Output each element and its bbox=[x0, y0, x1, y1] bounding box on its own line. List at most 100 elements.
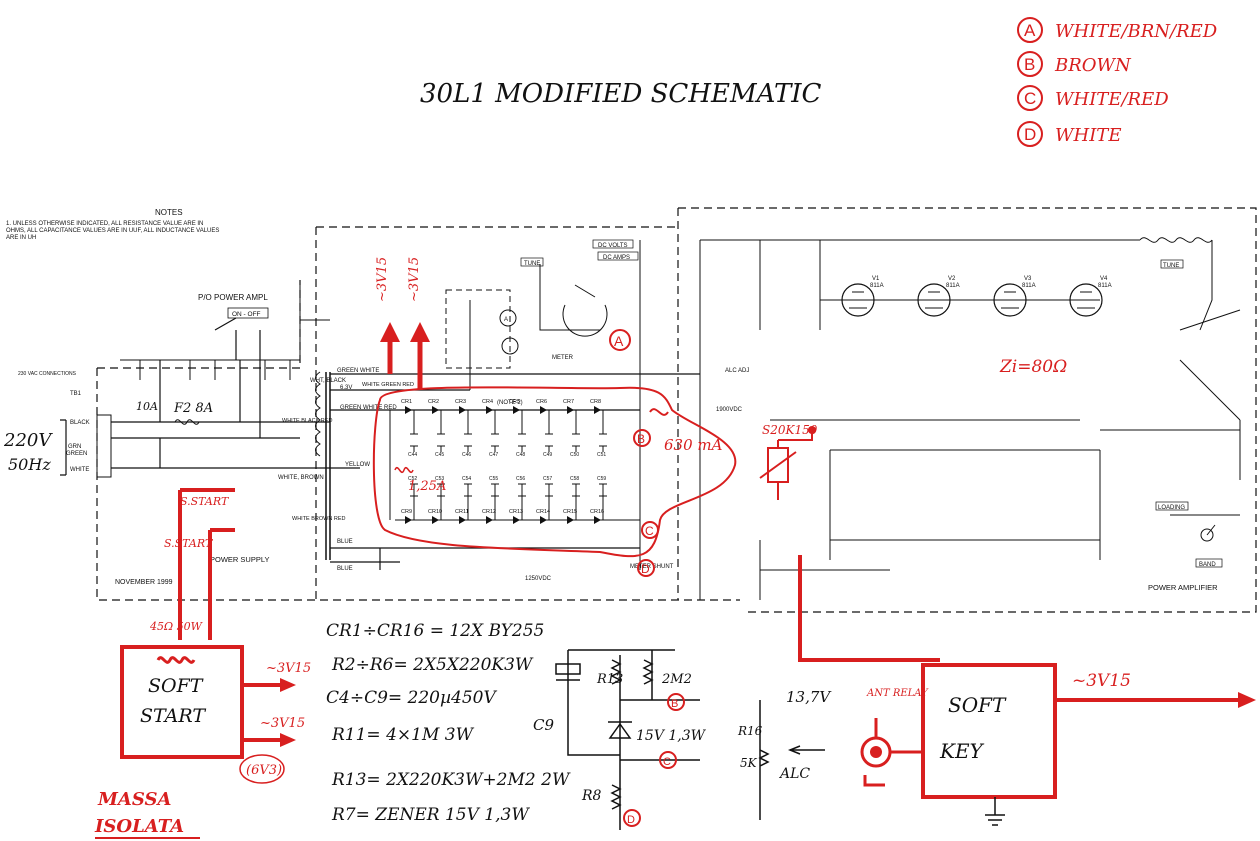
tube-id-v4: V4 bbox=[1100, 276, 1108, 282]
power-supply-label: POWER SUPPLY bbox=[210, 555, 269, 564]
wire-blue-label: BLUE bbox=[337, 539, 353, 545]
diode-cr8 bbox=[594, 406, 601, 414]
tube-v4 bbox=[1069, 283, 1103, 317]
wire-legend: A WHITE/BRN/RED B BROWN C WHITE/RED D WH… bbox=[1017, 17, 1218, 147]
tube-v2 bbox=[917, 283, 951, 317]
legend-item-b: B BROWN bbox=[1017, 51, 1132, 77]
tube-v3 bbox=[993, 283, 1027, 317]
capacitor-c58 bbox=[572, 483, 580, 520]
sub-voltage-label: 13,7V bbox=[786, 688, 832, 706]
fuse-f2-label: F2 8A bbox=[173, 401, 213, 416]
diode-cr9 bbox=[405, 516, 412, 524]
capacitor-label-c46: C46 bbox=[462, 452, 471, 458]
legend-item-c: C WHITE/RED bbox=[1017, 85, 1169, 111]
sub-r13-label: R13 bbox=[596, 672, 623, 687]
varistor-label: S20K150 bbox=[762, 423, 818, 437]
diode-label-cr15: CR15 bbox=[563, 509, 577, 515]
sub-marker-c: C bbox=[663, 756, 671, 768]
capacitor-c57 bbox=[545, 483, 553, 520]
diode-cr4 bbox=[486, 406, 493, 414]
tube-elements-v3 bbox=[1001, 291, 1019, 309]
date-label: NOVEMBER 1999 bbox=[115, 579, 173, 586]
note-eq3: C4÷C9= 220µ450V bbox=[326, 688, 497, 708]
diode-label-cr13: CR13 bbox=[509, 509, 523, 515]
capacitor-c51 bbox=[599, 410, 607, 452]
tube-elements-v2 bbox=[925, 291, 943, 309]
diode-cr10 bbox=[432, 516, 439, 524]
tube-v1 bbox=[841, 283, 875, 317]
wire-white-black-red-label: WHITE BLACK RED bbox=[282, 418, 332, 424]
ant-relay-label: ANT RELAY bbox=[866, 688, 929, 699]
tube-type-v1: 811A bbox=[870, 283, 884, 289]
marker-c: C bbox=[645, 524, 654, 538]
notes-line-1: 1. UNLESS OTHERWISE INDICATED, ALL RESIS… bbox=[6, 221, 203, 227]
wire-green-white-label: GREEN WHITE bbox=[337, 368, 379, 374]
capacitor-label-c44: C44 bbox=[408, 452, 417, 458]
diode-cr15 bbox=[567, 516, 574, 524]
page-title: 30L1 MODIFIED SCHEMATIC bbox=[420, 79, 822, 109]
diode-label-cr4: CR4 bbox=[482, 399, 493, 405]
mains-voltage: 220V bbox=[3, 430, 53, 451]
sstart-label-2: S.START bbox=[164, 537, 214, 550]
band-label: BAND bbox=[1199, 562, 1216, 568]
capacitor-label-c48: C48 bbox=[516, 452, 525, 458]
wire-blue-label-2: BLUE bbox=[337, 566, 353, 572]
soft-start-title-1: SOFT bbox=[148, 675, 204, 697]
impedance-label: Zi=80Ω bbox=[999, 357, 1067, 377]
wire-white-brown-label: WHITE, BROWN bbox=[278, 475, 324, 481]
capacitor-c59 bbox=[599, 483, 607, 520]
diode-cr1 bbox=[405, 406, 412, 414]
legend-key-a: A bbox=[1024, 21, 1036, 40]
power-amplifier-label: POWER AMPLIFIER bbox=[1148, 583, 1218, 592]
notes-line-2: OHMS, ALL CAPACITANCE VALUES ARE IN UUF,… bbox=[6, 228, 219, 234]
soft-start-title-2: START bbox=[140, 705, 206, 727]
note2-label: (NOTE 2) bbox=[497, 400, 523, 406]
capacitor-c52 bbox=[410, 483, 418, 520]
tb1-label: TB1 bbox=[70, 391, 82, 397]
heater-voltage: (6V3) bbox=[246, 763, 282, 778]
soft-key-title-2: KEY bbox=[939, 739, 985, 763]
note-eq2: R2÷R6= 2X5X220K3W bbox=[331, 655, 534, 675]
meter-label: METER bbox=[552, 355, 574, 361]
capacitor-label-c57: C57 bbox=[543, 476, 552, 482]
diode-cr16 bbox=[594, 516, 601, 524]
marker-a: A bbox=[614, 333, 624, 349]
diode-label-cr3: CR3 bbox=[455, 399, 466, 405]
legend-item-a: A WHITE/BRN/RED bbox=[1017, 17, 1218, 43]
capacitor-label-c52: C52 bbox=[408, 476, 417, 482]
capacitor-label-c55: C55 bbox=[489, 476, 498, 482]
v63-label: 6.3V bbox=[340, 385, 352, 391]
ac-label-a: ~3V15 bbox=[375, 257, 390, 302]
mains-wiring bbox=[111, 280, 330, 469]
diode-cr6 bbox=[540, 406, 547, 414]
capacitor-c56 bbox=[518, 483, 526, 520]
wire-grn-label: GRN bbox=[68, 444, 81, 450]
diode-label-cr6: CR6 bbox=[536, 399, 547, 405]
soft-key-out: ~3V15 bbox=[1072, 671, 1131, 691]
capacitor-label-c56: C56 bbox=[516, 476, 525, 482]
vdc-1900-label: 1900VDC bbox=[716, 407, 743, 413]
wire-green-label: GREEN bbox=[66, 451, 87, 457]
capacitor-label-c51: C51 bbox=[597, 452, 606, 458]
legend-key-c: C bbox=[1024, 89, 1036, 108]
meter-switch-block: A bbox=[499, 264, 608, 355]
soft-start-out-2: ~3V15 bbox=[260, 716, 305, 731]
capacitor-c45 bbox=[437, 410, 445, 452]
sub-zener-label: 15V 1,3W bbox=[636, 728, 707, 744]
tube-id-v1: V1 bbox=[872, 276, 880, 282]
diode-cr5 bbox=[513, 406, 520, 414]
marker-b: B bbox=[637, 432, 645, 446]
capacitor-c49 bbox=[545, 410, 553, 452]
capacitor-label-c58: C58 bbox=[570, 476, 579, 482]
connections-label: 230 VAC CONNECTIONS bbox=[18, 371, 77, 377]
sub-c9-label: C9 bbox=[533, 716, 554, 734]
fuse-125-label: 1,25A bbox=[408, 479, 446, 494]
massa-label-1: MASSA bbox=[97, 789, 171, 810]
capacitor-c44 bbox=[410, 410, 418, 452]
legend-text-c: WHITE/RED bbox=[1055, 89, 1169, 110]
fuse-10a-label: 10A bbox=[136, 400, 158, 413]
diode-cr11 bbox=[459, 516, 466, 524]
